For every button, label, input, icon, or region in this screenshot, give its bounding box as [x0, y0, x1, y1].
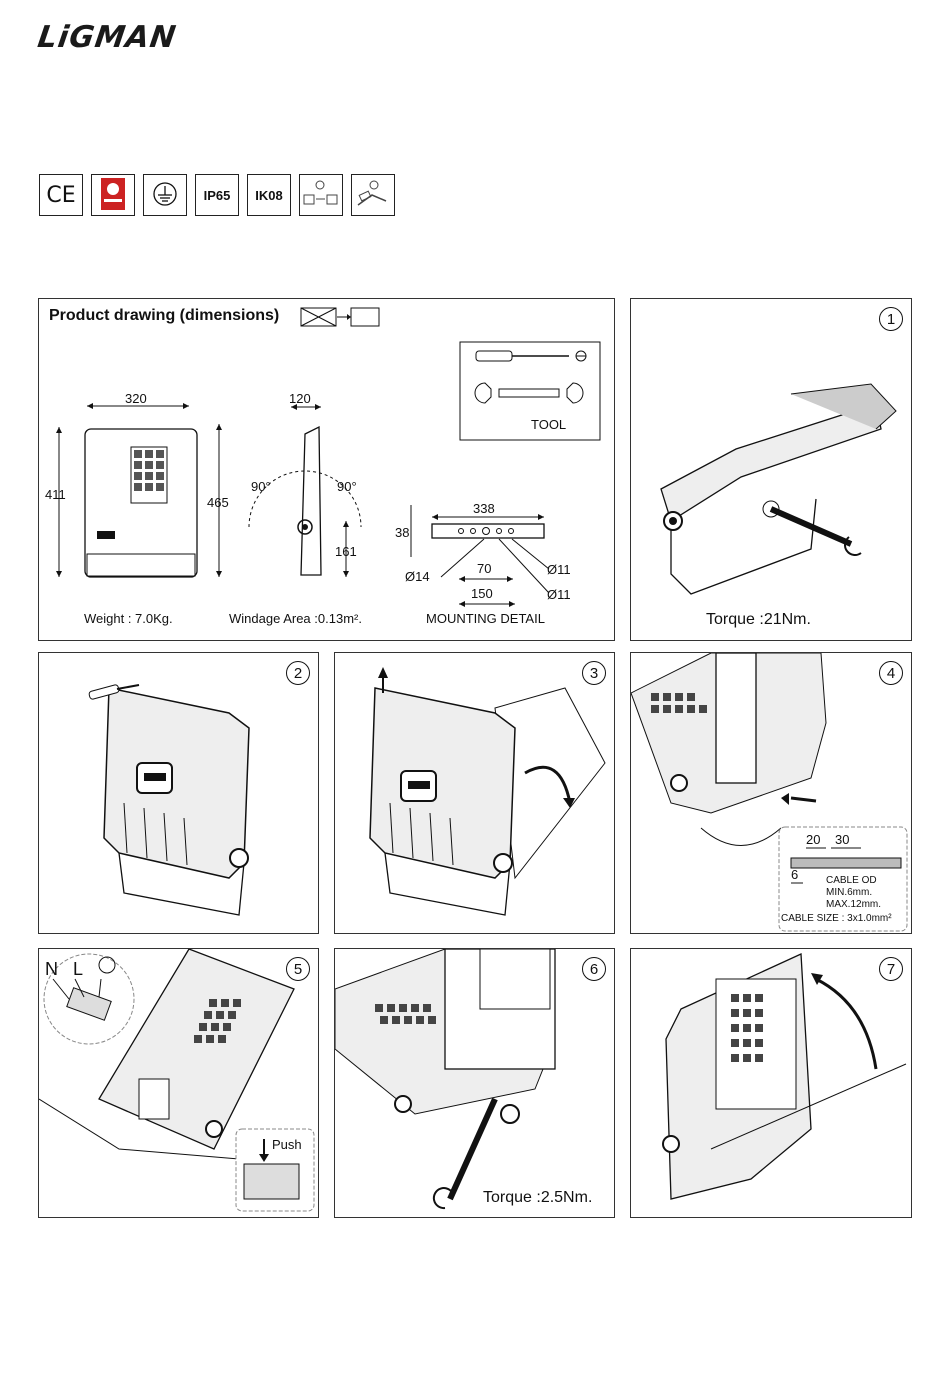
dim-height: 411 [45, 487, 66, 502]
step-6-illustration [335, 949, 615, 1218]
mount-hole-11b: Ø11 [547, 587, 571, 602]
step-5-panel: 5 N L Push [38, 948, 319, 1218]
installation-icon [299, 174, 343, 216]
dimension-drawing [39, 299, 615, 641]
windage-text: Windage Area :0.13m². [229, 611, 362, 626]
tool-label: TOOL [531, 417, 566, 432]
brand-logo: LiGMAN [36, 20, 179, 55]
mount-hole-14: Ø14 [405, 569, 430, 584]
dim-angle-right: 90° [337, 479, 357, 494]
dim-width: 320 [125, 391, 147, 406]
cable-od-label: CABLE OD [826, 875, 877, 886]
certification-icons: CE IP65 IK08 [39, 174, 395, 216]
mount-spacing-150: 150 [471, 586, 493, 601]
step-7-illustration [631, 949, 912, 1218]
mount-length: 338 [473, 501, 495, 516]
step-3-panel: 3 [334, 652, 615, 934]
product-drawing-panel: Product drawing (dimensions) [38, 298, 615, 641]
ik-rating-icon: IK08 [247, 174, 291, 216]
earth-class-icon [143, 174, 187, 216]
cable-dim-30: 30 [835, 832, 849, 847]
quality-seal-icon [91, 174, 135, 216]
step-6-panel: 6 Torque :2.5Nm. [334, 948, 615, 1218]
maintenance-icon [351, 174, 395, 216]
cable-od-max: MAX.12mm. [826, 899, 881, 910]
push-label: Push [272, 1137, 302, 1152]
step-5-illustration [39, 949, 319, 1218]
weight-text: Weight : 7.0Kg. [84, 611, 173, 626]
ce-mark-icon: CE [39, 174, 83, 216]
step-1-panel: 1 Torque :21Nm. [630, 298, 912, 641]
mount-height: 38 [395, 525, 409, 540]
cable-size-label: CABLE SIZE : 3x1.0mm² [781, 913, 892, 924]
cable-od-min: MIN.6mm. [826, 887, 872, 898]
ip-rating-icon: IP65 [195, 174, 239, 216]
step-4-panel: 4 20 30 6 CABLE OD MIN.6mm. MAX.12mm. CA… [630, 652, 912, 934]
terminal-n-label: N [45, 959, 58, 980]
step-3-illustration [335, 653, 615, 934]
dim-angle-left: 90° [251, 479, 271, 494]
terminal-l-label: L [73, 959, 83, 980]
dim-bracket: 161 [335, 544, 357, 559]
dim-height-total: 465 [207, 495, 229, 510]
mounting-detail-label: MOUNTING DETAIL [426, 611, 545, 626]
step-6-caption: Torque :2.5Nm. [483, 1189, 592, 1207]
step-1-illustration [631, 299, 912, 641]
cable-dim-20: 20 [806, 832, 820, 847]
dim-depth: 120 [289, 391, 311, 406]
cable-dim-6: 6 [791, 867, 798, 882]
mount-spacing-70: 70 [477, 561, 491, 576]
step-1-caption: Torque :21Nm. [706, 611, 811, 629]
step-2-panel: 2 [38, 652, 319, 934]
mount-hole-11a: Ø11 [547, 562, 571, 577]
step-7-panel: 7 [630, 948, 912, 1218]
step-2-illustration [39, 653, 319, 934]
